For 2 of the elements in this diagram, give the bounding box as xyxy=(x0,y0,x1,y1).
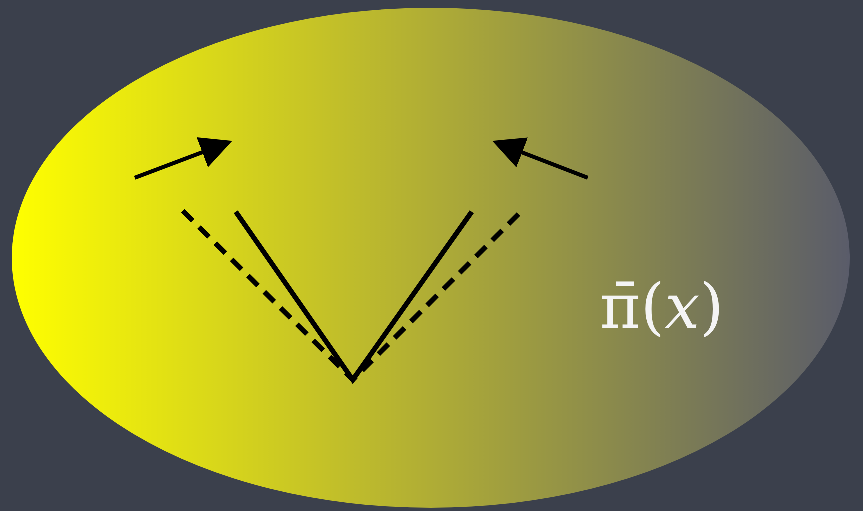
math-label: π̄(x) xyxy=(600,270,724,343)
ellipse-shape xyxy=(12,8,850,508)
